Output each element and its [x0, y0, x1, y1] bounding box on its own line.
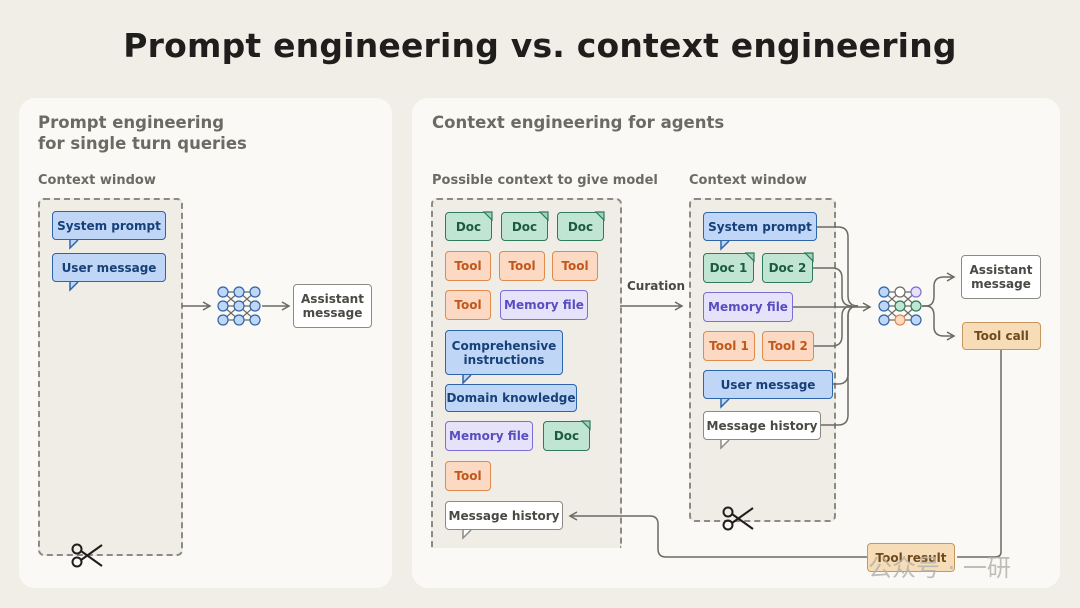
window-doc-1: Doc 1 — [703, 253, 754, 283]
possible-doc-2: Doc — [501, 212, 548, 241]
left-context-window-label: Context window — [38, 173, 156, 188]
window-tool-2: Tool 2 — [762, 331, 814, 361]
window-message-history: Message history — [703, 411, 821, 440]
possible-tool-5: Tool — [445, 461, 491, 491]
possible-tool-1: Tool — [445, 251, 491, 281]
possible-domain-knowledge: Domain knowledge — [445, 384, 577, 412]
possible-memory-file-2: Memory file — [445, 421, 533, 451]
window-memory-file: Memory file — [703, 292, 793, 322]
possible-doc-1: Doc — [445, 212, 492, 241]
possible-tool-4: Tool — [445, 290, 491, 320]
right-context-window-label: Context window — [689, 173, 807, 188]
left-user-message: User message — [52, 253, 166, 282]
possible-memory-file-1: Memory file — [500, 290, 588, 320]
scissors-icon-left — [71, 543, 103, 568]
possible-doc-3: Doc — [557, 212, 604, 241]
possible-message-history: Message history — [445, 501, 563, 530]
watermark: 公众号 · 一研 — [868, 554, 1011, 582]
window-doc-2: Doc 2 — [762, 253, 813, 283]
left-system-prompt: System prompt — [52, 211, 166, 240]
doc-folds — [482, 211, 814, 431]
possible-doc-4: Doc — [543, 421, 590, 451]
tool-result: Tool result — [867, 543, 955, 572]
right-panel-title: Context engineering for agents — [432, 113, 725, 132]
possible-context-label: Possible context to give model — [432, 173, 658, 188]
possible-tool-2: Tool — [499, 251, 545, 281]
left-assistant-message: Assistant message — [293, 284, 372, 328]
left-panel-title: Prompt engineering for single turn queri… — [38, 112, 247, 154]
curation-label: Curation — [627, 279, 686, 293]
left-panel-title-line1: Prompt engineering — [38, 113, 225, 132]
window-system-prompt: System prompt — [703, 212, 817, 241]
bubble-tails — [69, 239, 730, 409]
tool-call: Tool call — [962, 322, 1041, 350]
right-assistant-message: Assistant message — [961, 255, 1041, 299]
window-user-message: User message — [703, 370, 833, 399]
possible-tool-3: Tool — [552, 251, 598, 281]
window-tool-1: Tool 1 — [703, 331, 755, 361]
scissors-icon-right — [722, 506, 754, 531]
left-panel-title-line2: for single turn queries — [38, 134, 247, 153]
page-title: Prompt engineering vs. context engineeri… — [123, 26, 957, 65]
possible-comprehensive-instructions: Comprehensive instructions — [445, 330, 563, 375]
